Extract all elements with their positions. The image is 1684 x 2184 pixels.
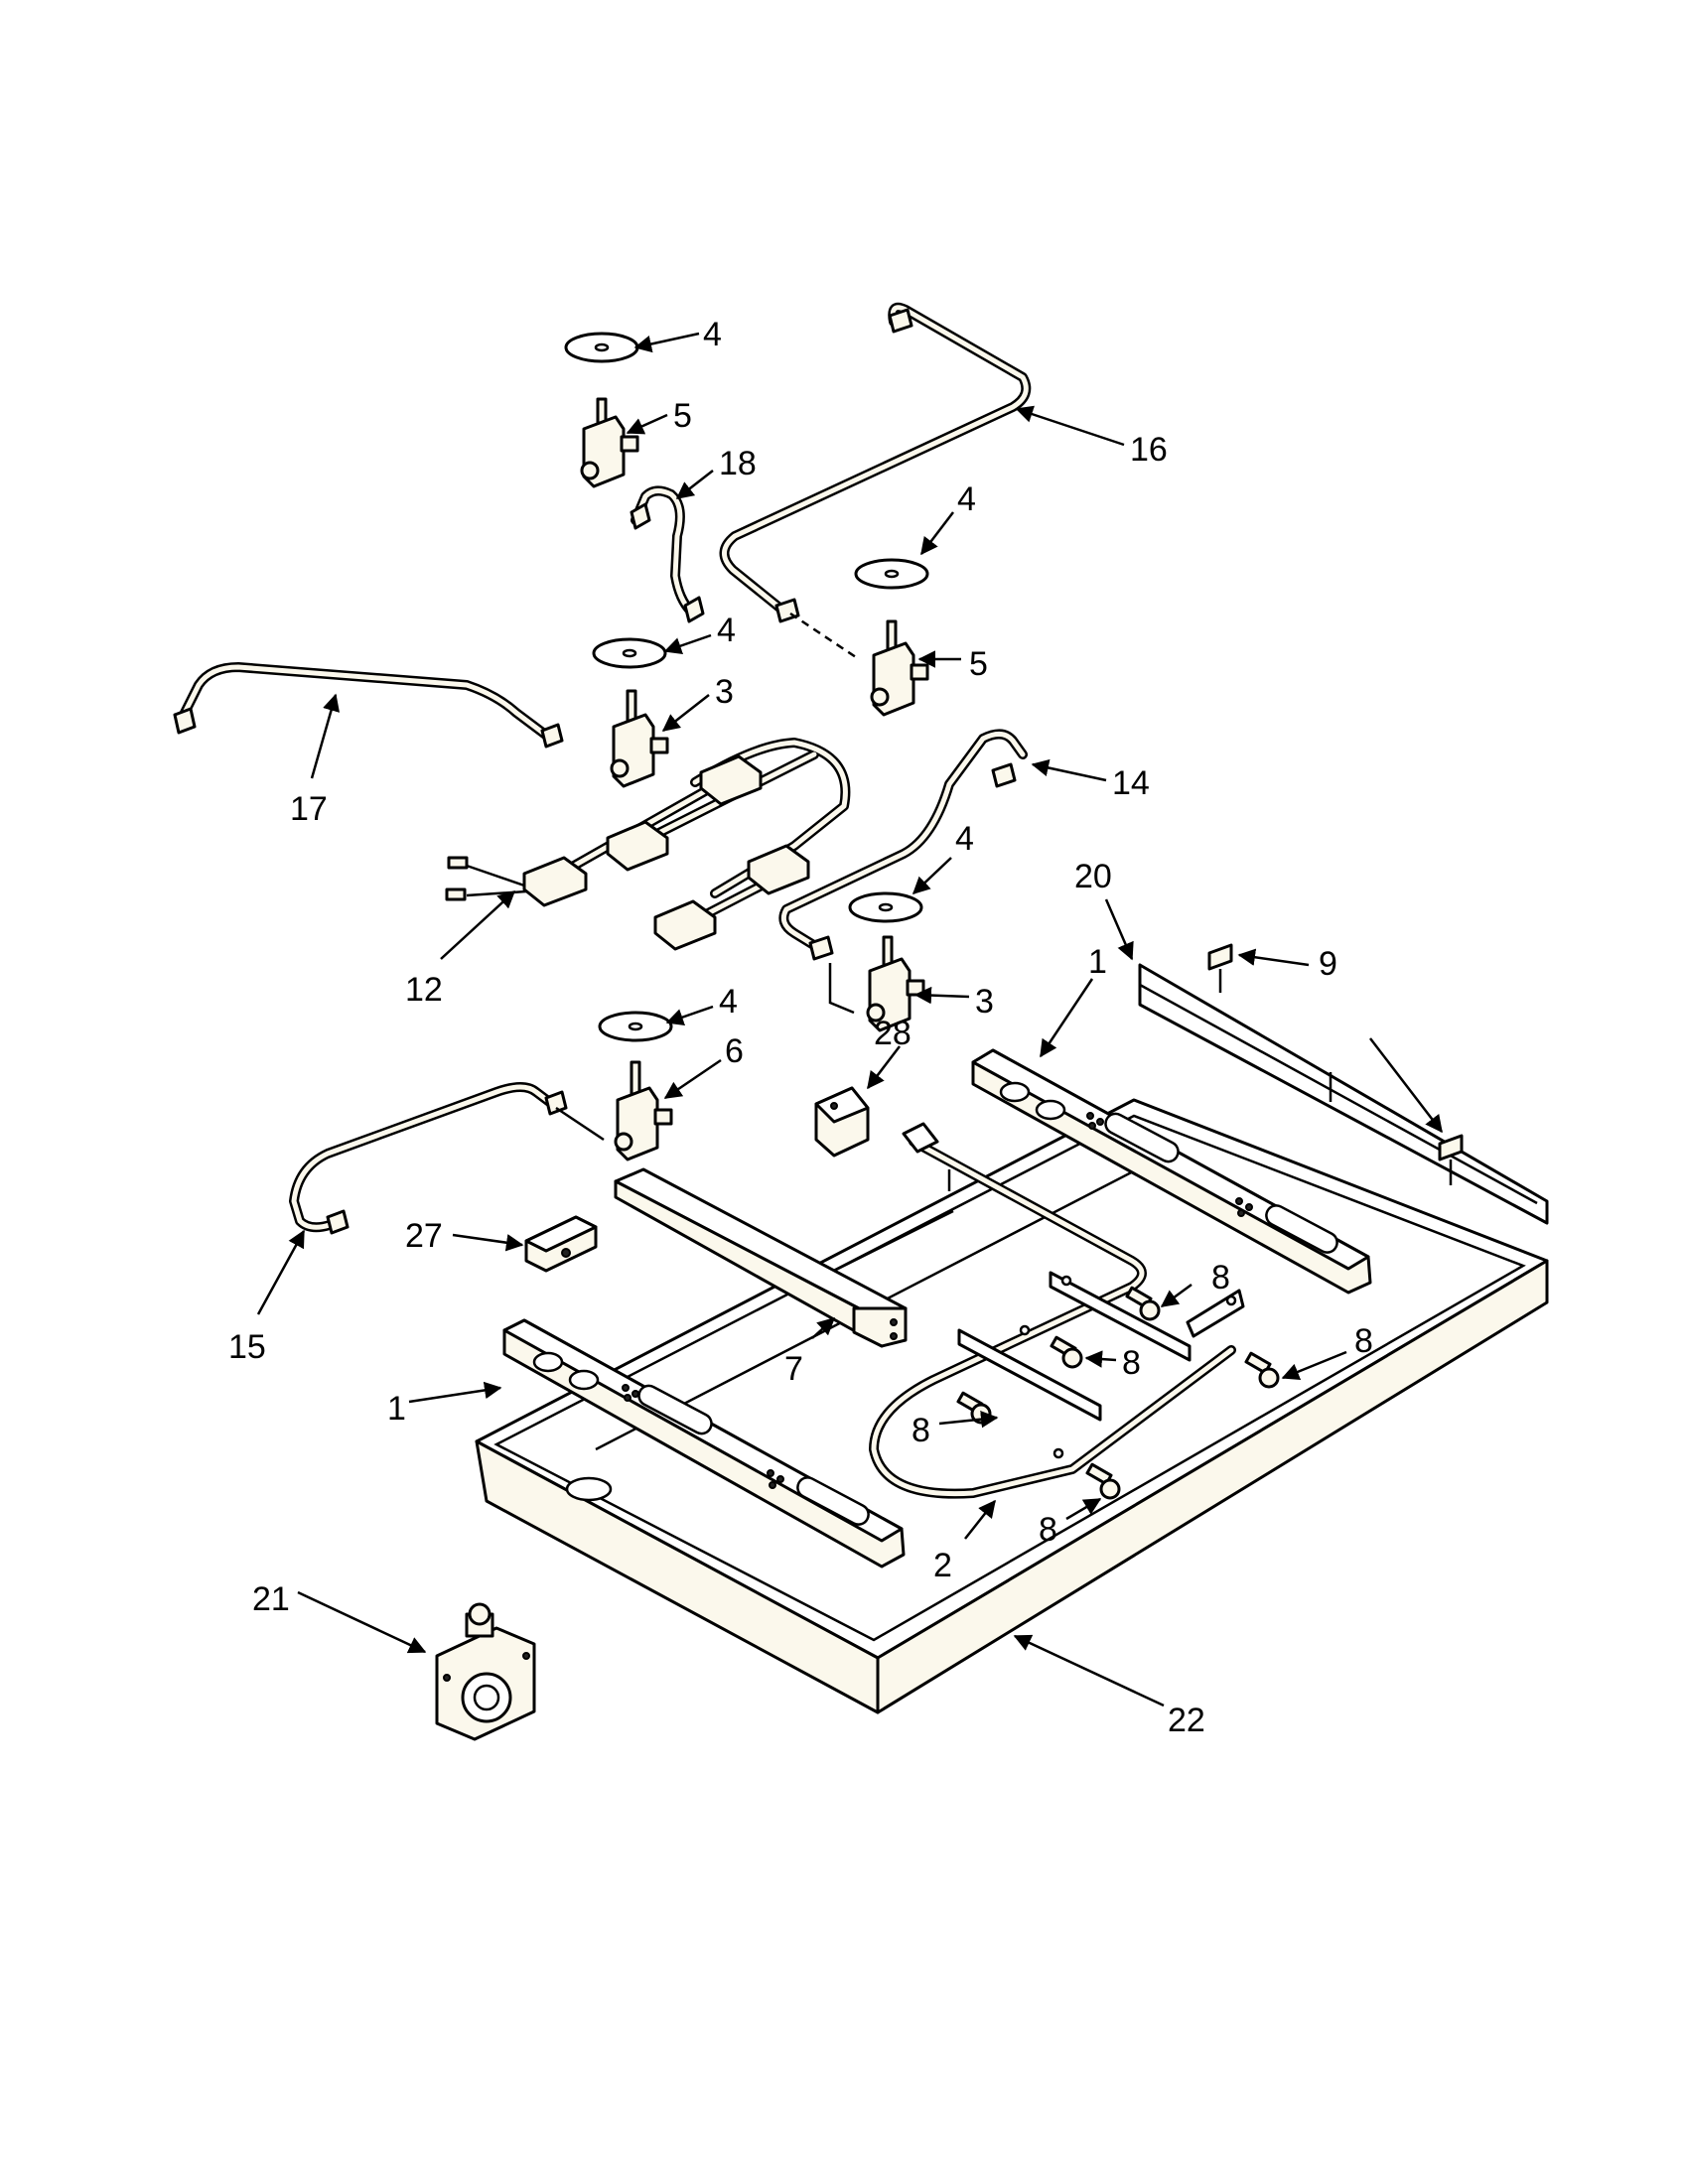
callout-27: 27 — [405, 1217, 443, 1255]
gas-tube-14 — [778, 729, 1028, 961]
washer-4c — [592, 637, 667, 669]
washer-4d — [848, 891, 923, 923]
callout-2: 2 — [933, 1547, 952, 1584]
callout-14: 14 — [1112, 764, 1150, 802]
callout-6: 6 — [725, 1032, 744, 1070]
gas-tube-15 — [289, 1082, 568, 1235]
callout-4: 4 — [703, 316, 722, 353]
bracket-7 — [614, 1167, 908, 1348]
callout-1: 1 — [387, 1390, 406, 1428]
washer-4b — [854, 558, 929, 590]
callout-8: 8 — [912, 1412, 930, 1449]
gas-tube-16 — [719, 302, 1032, 623]
callout-12: 12 — [405, 971, 443, 1009]
callout-22: 22 — [1168, 1702, 1205, 1739]
screw-8b — [1050, 1335, 1083, 1369]
washer-4e — [598, 1011, 673, 1042]
callout-28: 28 — [874, 1015, 912, 1052]
callout-leaders — [256, 332, 1443, 1707]
screws-8 — [956, 1286, 1280, 1500]
valve-5-right — [870, 619, 929, 717]
u-burner-2 — [869, 1122, 1245, 1499]
callout-5: 5 — [969, 645, 988, 683]
valve-5-upper — [580, 397, 639, 488]
gas-tube-18 — [630, 485, 705, 623]
callout-21: 21 — [252, 1580, 290, 1618]
callout-17: 17 — [290, 790, 328, 828]
screw-8a — [1125, 1286, 1161, 1321]
connection-dashed — [789, 612, 857, 659]
burner-bracket-1-left — [502, 1318, 906, 1569]
callout-7: 7 — [784, 1350, 803, 1388]
valve-6 — [614, 1060, 673, 1161]
screws-9 — [1207, 943, 1464, 1185]
callout-3: 3 — [715, 673, 734, 711]
callout-20: 20 — [1074, 858, 1112, 895]
callout-8: 8 — [1122, 1344, 1141, 1382]
callout-4: 4 — [957, 480, 976, 518]
valve-3-left — [610, 689, 669, 788]
callout-15: 15 — [228, 1328, 266, 1366]
screw-8e — [1085, 1462, 1121, 1500]
igniter-27 — [524, 1215, 598, 1273]
pressure-regulator-21 — [435, 1602, 536, 1741]
burner-bracket-1-right — [971, 1048, 1372, 1295]
connection-lines — [555, 963, 855, 1142]
callout-8: 8 — [1354, 1322, 1373, 1360]
gas-tube-17 — [173, 662, 564, 749]
callout-4: 4 — [719, 983, 738, 1021]
callout-4: 4 — [955, 820, 974, 858]
washer-4a — [564, 332, 639, 363]
callout-numbers: 4 5 18 16 4 5 4 3 17 14 4 20 9 12 3 1 4 … — [228, 316, 1373, 1739]
callout-5: 5 — [673, 397, 692, 435]
callout-18: 18 — [719, 445, 757, 482]
callout-4: 4 — [717, 612, 736, 649]
callout-16: 16 — [1130, 431, 1168, 469]
callout-3: 3 — [975, 983, 994, 1021]
spark-harness-12 — [445, 738, 851, 951]
callout-8: 8 — [1211, 1259, 1230, 1297]
callout-8: 8 — [1039, 1511, 1057, 1549]
callout-9: 9 — [1319, 945, 1337, 983]
screw-8c — [1244, 1351, 1280, 1389]
callout-1: 1 — [1088, 943, 1107, 981]
bracket-28 — [814, 1086, 870, 1158]
